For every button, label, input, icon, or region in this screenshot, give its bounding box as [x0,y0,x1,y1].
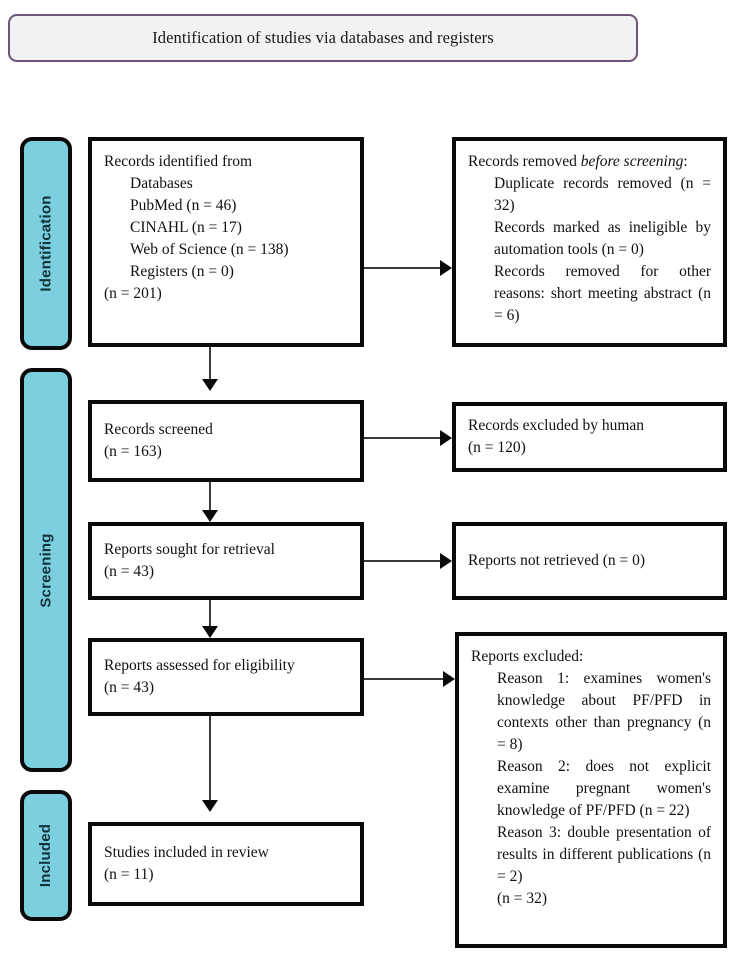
connector-assessed-to-excluded [364,678,443,680]
connector-sought-to-assessed [209,600,211,630]
records-identified-item: Web of Science (n = 138) [130,241,289,258]
stage-bar-screening: Screening [20,368,72,772]
box-records-identified: Records identified from Databases PubMed… [88,137,364,347]
records-removed-title: Records removed before screening: [468,151,711,173]
connector-identified-to-removed [364,267,440,269]
box-records-removed: Records removed before screening: Duplic… [452,137,727,347]
arrowhead-identified-to-screened [202,379,218,391]
box-studies-included-content: Studies included in review (n = 11) [92,826,360,902]
box-reports-assessed-content: Reports assessed for eligibility (n = 43… [92,642,360,712]
records-identified-item: CINAHL (n = 17) [130,219,242,236]
diagram-banner: Identification of studies via databases … [8,14,638,62]
records-removed-title-prefix: Records removed [468,153,581,170]
records-removed-item: Duplicate records removed (n = 32) [494,175,711,214]
records-screened-line2: (n = 163) [104,443,162,460]
records-identified-item: PubMed (n = 46) [130,197,237,214]
box-records-screened-content: Records screened (n = 163) [92,404,360,478]
arrowhead-screened-to-excluded [440,430,452,446]
reports-excluded-item: Reason 2: does not explicit examine preg… [497,758,711,819]
stage-bar-included: Included [20,790,72,921]
reports-excluded-total: (n = 32) [497,890,548,907]
arrowhead-sought-to-not-retrieved [440,553,452,569]
box-records-removed-content: Records removed before screening: Duplic… [456,141,723,335]
records-excluded-line1: Records excluded by human [468,417,645,434]
reports-sought-line2: (n = 43) [104,563,155,580]
records-identified-title: Records identified from [104,153,253,170]
records-removed-title-italic: before screening [580,153,684,170]
reports-excluded-item: Reason 3: double presentation of results… [497,824,711,885]
reports-not-retrieved-line1: Reports not retrieved (n = 0) [468,552,646,569]
stage-label-included: Included [37,823,55,888]
box-reports-not-retrieved-content: Reports not retrieved (n = 0) [456,526,723,596]
box-reports-sought: Reports sought for retrieval (n = 43) [88,522,364,600]
arrowhead-assessed-to-excluded [443,671,455,687]
stage-label-screening: Screening [37,532,55,608]
box-reports-assessed: Reports assessed for eligibility (n = 43… [88,638,364,716]
reports-sought-line1: Reports sought for retrieval [104,541,275,558]
box-records-excluded: Records excluded by human (n = 120) [452,402,727,472]
box-reports-excluded: Reports excluded: Reason 1: examines wom… [455,632,727,948]
arrowhead-assessed-to-included [202,800,218,812]
connector-identified-to-screened [209,347,211,383]
stage-label-identification: Identification [37,195,55,292]
records-removed-item: Records removed for other reasons: short… [494,263,711,324]
records-identified-item: Databases [130,175,193,192]
box-records-identified-content: Records identified from Databases PubMed… [92,141,360,313]
reports-excluded-item: Reason 1: examines women's knowledge abo… [497,670,711,753]
connector-sought-to-not-retrieved [364,560,440,562]
box-studies-included: Studies included in review (n = 11) [88,822,364,906]
arrowhead-screened-to-sought [202,510,218,522]
reports-assessed-line2: (n = 43) [104,679,155,696]
stage-bar-identification: Identification [20,137,72,350]
box-records-screened: Records screened (n = 163) [88,400,364,482]
reports-excluded-title: Reports excluded: [471,648,584,665]
records-removed-item: Records marked as ineligible by automati… [494,219,711,258]
records-identified-item: Registers (n = 0) [130,263,234,280]
arrowhead-identified-to-removed [440,260,452,276]
arrowhead-sought-to-assessed [202,626,218,638]
reports-assessed-line1: Reports assessed for eligibility [104,657,295,674]
box-reports-excluded-content: Reports excluded: Reason 1: examines wom… [459,636,723,918]
connector-screened-to-excluded [364,437,440,439]
banner-title: Identification of studies via databases … [152,28,494,47]
records-excluded-line2: (n = 120) [468,439,526,456]
records-screened-line1: Records screened [104,421,213,438]
records-removed-title-suffix: : [683,153,688,170]
box-reports-not-retrieved: Reports not retrieved (n = 0) [452,522,727,600]
records-identified-total: (n = 201) [104,285,162,302]
studies-included-line1: Studies included in review [104,844,269,861]
studies-included-line2: (n = 11) [104,866,154,883]
connector-assessed-to-included [209,716,211,804]
box-records-excluded-content: Records excluded by human (n = 120) [456,406,723,468]
connector-screened-to-sought [209,482,211,514]
box-reports-sought-content: Reports sought for retrieval (n = 43) [92,526,360,596]
